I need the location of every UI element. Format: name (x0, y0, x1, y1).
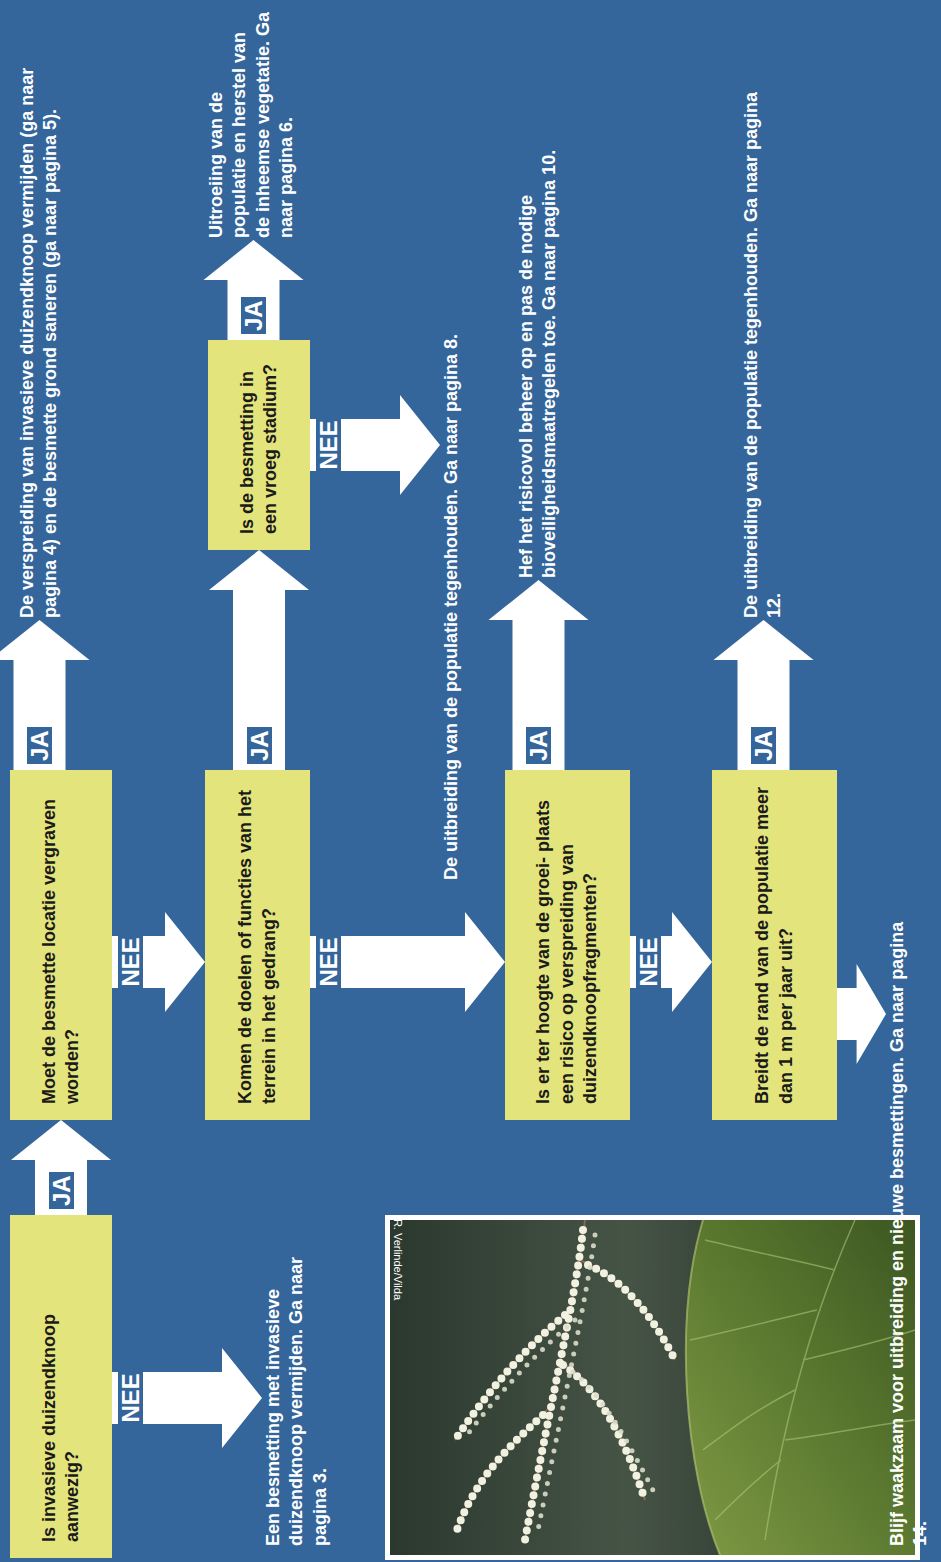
decision-box: Komen de doelen of functies van het terr… (205, 770, 310, 1120)
node-text: Uitroeiing van de populatie en herstel v… (205, 10, 299, 238)
block-arrow (489, 580, 589, 770)
decision-box: Moet de besmette locatie vergraven worde… (10, 770, 112, 1120)
block-arrow (310, 912, 505, 1012)
node-text: Hef het risicovol beheer op en pas de no… (515, 122, 562, 578)
outcome-text: Hef het risicovol beheer op en pas de no… (515, 120, 562, 580)
block-arrow (837, 964, 886, 1064)
node-text: De uitbreiding van de populatie tegenhou… (740, 62, 787, 618)
outcome-text: De uitbreiding van de populatie tegenhou… (740, 60, 787, 620)
photo-credit: R. Verlinde/Vilda (392, 1219, 404, 1300)
node-text: Is invasieve duizendknoop aanwezig? (38, 1231, 85, 1542)
answer-label: JA (526, 727, 551, 764)
answer-label: JA (751, 727, 776, 764)
node-text: Blijf waakzaam voor uitbreiding en nieuw… (886, 910, 933, 1546)
block-arrow (714, 620, 814, 770)
block-arrow (630, 912, 712, 1012)
answer-label: NEE (636, 934, 661, 989)
decision-box: Is invasieve duizendknoop aanwezig? (10, 1215, 112, 1558)
decision-box: Is er ter hoogte van de groei- plaats ee… (505, 770, 630, 1120)
node-text: Moet de besmette locatie vergraven worde… (38, 786, 85, 1104)
node-text: De verspreiding van invasieve duizendkno… (16, 32, 63, 618)
decision-box: Is de besmetting in een vroeg stadium? (208, 340, 310, 550)
block-arrow (204, 240, 304, 340)
answer-label: NEE (316, 934, 341, 989)
block-arrow (0, 620, 90, 770)
outcome-text: Uitroeiing van de populatie en herstel v… (205, 8, 299, 240)
block-arrow (209, 550, 309, 770)
answer-label: NEE (316, 417, 341, 472)
node-text: Komen de doelen of functies van het terr… (234, 786, 281, 1104)
block-arrow (112, 912, 205, 1012)
answer-label: JA (241, 297, 266, 334)
outcome-text: De uitbreiding van de populatie tegenhou… (440, 182, 463, 882)
block-arrow (11, 1120, 111, 1215)
block-arrow (310, 395, 440, 495)
answer-label: NEE (118, 1370, 143, 1425)
outcome-text: Een besmetting met invasieve duizendknoo… (262, 1248, 332, 1548)
block-arrow (112, 1348, 262, 1448)
node-text: De uitbreiding van de populatie tegenhou… (440, 184, 463, 880)
decision-box: Breidt de rand van de populatie meer dan… (712, 770, 837, 1120)
outcome-text: Blijf waakzaam voor uitbreiding en nieuw… (886, 908, 933, 1548)
node-text: Is de besmetting in een vroeg stadium? (236, 356, 283, 534)
node-text: Een besmetting met invasieve duizendknoo… (262, 1250, 332, 1546)
answer-label: JA (27, 727, 52, 764)
node-text: Breidt de rand van de populatie meer dan… (751, 786, 798, 1104)
answer-label: JA (49, 1172, 74, 1209)
answer-label: JA (247, 727, 272, 764)
answer-label: NEE (118, 934, 143, 989)
plant-photo (385, 1215, 920, 1560)
node-text: Is er ter hoogte van de groei- plaats ee… (532, 786, 602, 1104)
outcome-text: De verspreiding van invasieve duizendkno… (16, 30, 63, 620)
